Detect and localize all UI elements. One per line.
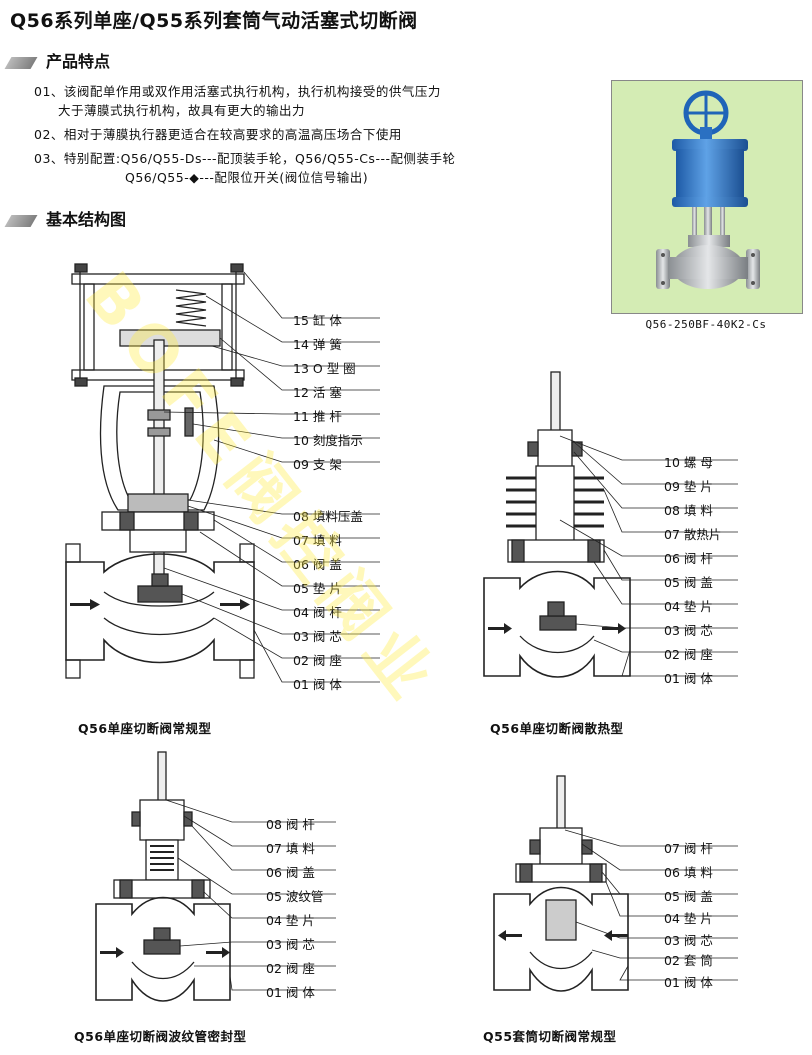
- feature-line-2: 02、相对于薄膜执行器更适合在较高要求的高温高压场合下使用: [34, 127, 402, 142]
- feature-line-1: 01、该阀配单作用或双作用活塞式执行机构，执行机构接受的供气压力: [34, 84, 441, 99]
- d3-part-02: 02 阀 座: [266, 961, 315, 976]
- d3-part-06: 06 阀 盖: [266, 865, 315, 880]
- d2-part-01: 01 阀 体: [664, 671, 713, 686]
- d2-part-10: 10 螺 母: [664, 455, 713, 470]
- d4-part-06: 06 填 料: [664, 865, 713, 880]
- d1-part-06: 06 阀 盖: [293, 557, 342, 572]
- d2-part-04: 04 垫 片: [664, 599, 713, 614]
- d2-part-09: 09 垫 片: [664, 479, 713, 494]
- d3-part-04: 04 垫 片: [266, 913, 315, 928]
- d1-part-09: 09 支 架: [293, 457, 342, 472]
- product-photo: [611, 80, 803, 314]
- d2-caption: Q56单座切断阀散热型: [490, 721, 624, 736]
- d1-part-03: 03 阀 芯: [293, 629, 342, 644]
- d1-part-12: 12 活 塞: [293, 385, 342, 400]
- valve-photo-illustration: [656, 90, 760, 289]
- d1-part-15: 15 缸 体: [293, 313, 342, 328]
- d1-part-05: 05 垫 片: [293, 581, 342, 596]
- feature-line-3: 03、特别配置:Q56/Q55-Ds---配顶装手轮，Q56/Q55-Cs---…: [34, 151, 456, 166]
- page-title: Q56系列单座/Q55系列套筒气动活塞式切断阀: [10, 10, 418, 32]
- d4-part-07: 07 阀 杆: [664, 841, 713, 856]
- d2-part-06: 06 阀 杆: [664, 551, 713, 566]
- d2-part-02: 02 阀 座: [664, 647, 713, 662]
- d1-part-02: 02 阀 座: [293, 653, 342, 668]
- structure-heading: 基本结构图: [0, 206, 126, 230]
- d4-part-05: 05 阀 盖: [664, 889, 713, 904]
- d3-part-07: 07 填 料: [266, 841, 315, 856]
- d2-part-03: 03 阀 芯: [664, 623, 713, 638]
- d1-part-10: 10 刻度指示: [293, 433, 363, 448]
- structure-heading-text: 基本结构图: [46, 210, 127, 229]
- d3-part-05: 05 波纹管: [266, 889, 324, 904]
- d1-part-04: 04 阀 杆: [293, 605, 342, 620]
- d3-part-03: 03 阀 芯: [266, 937, 315, 952]
- d4-part-03: 03 阀 芯: [664, 933, 713, 948]
- d1-caption: Q56单座切断阀常规型: [78, 721, 212, 736]
- d4-part-01: 01 阀 体: [664, 975, 713, 990]
- d2-part-05: 05 阀 盖: [664, 575, 713, 590]
- d1-part-11: 11 推 杆: [293, 409, 342, 424]
- d2-part-08: 08 填 料: [664, 503, 713, 518]
- d3-part-08: 08 阀 杆: [266, 817, 315, 832]
- d1-part-13: 13 O 型 圈: [293, 361, 356, 376]
- d1-part-07: 07 填 料: [293, 533, 342, 548]
- features-heading-text: 产品特点: [46, 52, 111, 71]
- photo-caption: Q56-250BF-40K2-Cs: [645, 318, 767, 331]
- d2-part-07: 07 散热片: [664, 527, 722, 542]
- d4-part-04: 04 垫 片: [664, 911, 713, 926]
- d4-part-02: 02 套 筒: [664, 953, 713, 968]
- feature-line-3b: Q56/Q55-◆---配限位开关(阀位信号输出): [125, 170, 369, 185]
- d1-part-01: 01 阀 体: [293, 677, 342, 692]
- feature-line-1b: 大于薄膜式执行机构，故具有更大的输出力: [58, 103, 306, 118]
- d4-caption: Q55套筒切断阀常规型: [483, 1029, 617, 1044]
- features-heading: 产品特点: [0, 48, 110, 72]
- d3-caption: Q56单座切断阀波纹管密封型: [74, 1029, 247, 1044]
- d3-part-01: 01 阀 体: [266, 985, 315, 1000]
- d1-part-08: 08 填料压盖: [293, 509, 363, 524]
- d1-part-14: 14 弹 簧: [293, 337, 342, 352]
